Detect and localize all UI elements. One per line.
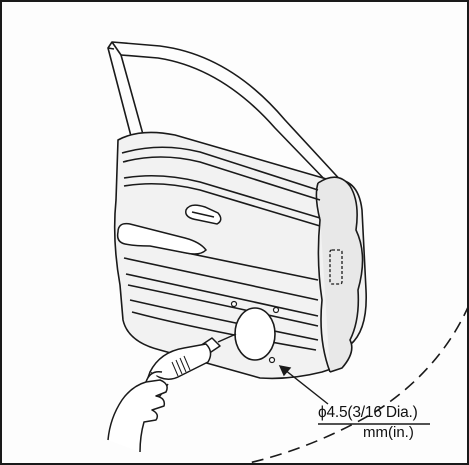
window-frame xyxy=(107,41,346,186)
door-panel xyxy=(113,131,367,380)
hand xyxy=(107,370,168,453)
hole-dimension-label: ϕ4.5(3/16 Dia.) xyxy=(318,404,418,421)
latch-outline xyxy=(329,249,343,285)
dimension-arrow xyxy=(278,365,430,425)
door-swing-arc xyxy=(239,304,469,465)
units-label: mm(in.) xyxy=(363,424,414,441)
door-handle xyxy=(185,204,222,225)
armrest xyxy=(116,222,207,255)
